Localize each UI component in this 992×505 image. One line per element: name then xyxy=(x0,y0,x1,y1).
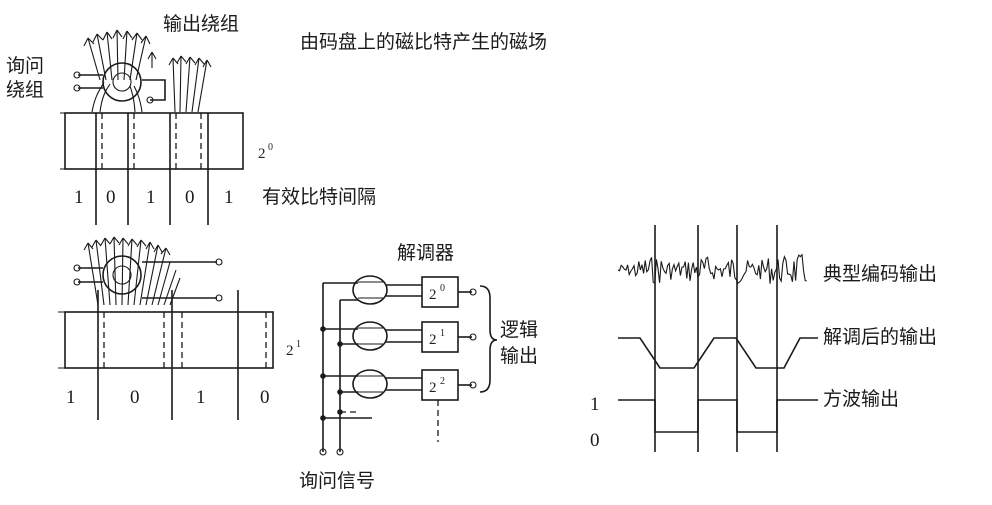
bottom-bit-1: 1 xyxy=(66,387,76,408)
logic-output-label-line2: 输出 xyxy=(500,345,538,367)
logic-output-brace xyxy=(479,285,498,393)
square-wave-output-label: 方波输出 xyxy=(823,388,899,410)
valid-bit-interval-label: 有效比特间隔 xyxy=(262,186,376,208)
top-track-label-exponent: 0 xyxy=(268,142,273,153)
bottom-bit-dividers xyxy=(97,290,267,420)
svg-text:0: 0 xyxy=(440,283,445,294)
bottom-track-label: 2 xyxy=(286,343,294,359)
demodulator-stage-3: 2 2 xyxy=(320,369,477,442)
typical-code-output-wave xyxy=(617,253,807,285)
interrogate-winding-label-line1: 询问 xyxy=(6,55,44,77)
demodulator-stage-1: 2 0 xyxy=(352,275,477,308)
svg-text:1: 1 xyxy=(440,328,445,339)
top-track-group: 2 0 1 0 1 0 1 xyxy=(60,29,273,225)
demodulator-stage-2: 2 1 xyxy=(320,321,477,353)
square-wave-level-low: 0 xyxy=(590,430,600,451)
demodulated-output-wave xyxy=(618,337,818,369)
top-bit-4: 0 xyxy=(185,187,195,208)
bottom-read-head xyxy=(73,255,223,302)
top-track-body xyxy=(64,112,244,170)
field-caption: 由码盘上的磁比特产生的磁场 xyxy=(300,31,547,53)
svg-text:2: 2 xyxy=(440,376,445,387)
svg-text:2: 2 xyxy=(429,332,437,348)
typical-code-output-label: 典型编码输出 xyxy=(823,263,937,285)
interrogate-signal-label: 询问信号 xyxy=(299,470,375,492)
top-bit-5: 1 xyxy=(224,187,234,208)
output-winding-label: 输出绕组 xyxy=(163,13,239,35)
waveforms-group: 典型编码输出 解调后的输出 方波输出 1 0 xyxy=(590,225,937,452)
top-field-lines xyxy=(83,29,212,113)
bottom-track-group: 2 1 1 0 1 0 xyxy=(58,236,301,420)
bottom-bit-4: 0 xyxy=(260,387,270,408)
bottom-bit-3: 1 xyxy=(196,387,206,408)
square-wave-level-high: 1 xyxy=(590,394,600,415)
demodulator-circuit: 解调器 2 0 2 1 xyxy=(299,242,538,492)
top-bit-dividers xyxy=(95,113,209,225)
interrogate-winding-label-line2: 绕组 xyxy=(6,79,44,101)
top-track-label: 2 xyxy=(258,146,266,162)
demodulator-label: 解调器 xyxy=(397,242,454,264)
svg-text:2: 2 xyxy=(429,287,437,303)
bottom-track-label-exponent: 1 xyxy=(296,339,301,350)
top-bit-3: 1 xyxy=(146,187,156,208)
demodulated-output-label: 解调后的输出 xyxy=(823,326,937,348)
top-bit-2: 0 xyxy=(106,187,116,208)
square-wave-output-wave xyxy=(618,399,818,433)
time-markers xyxy=(654,225,778,452)
bottom-bit-2: 0 xyxy=(130,387,140,408)
svg-text:2: 2 xyxy=(429,380,437,396)
top-read-head xyxy=(73,62,166,104)
top-bit-1: 1 xyxy=(74,187,84,208)
logic-output-label-line1: 逻辑 xyxy=(500,319,538,341)
bottom-track-body xyxy=(64,311,274,369)
